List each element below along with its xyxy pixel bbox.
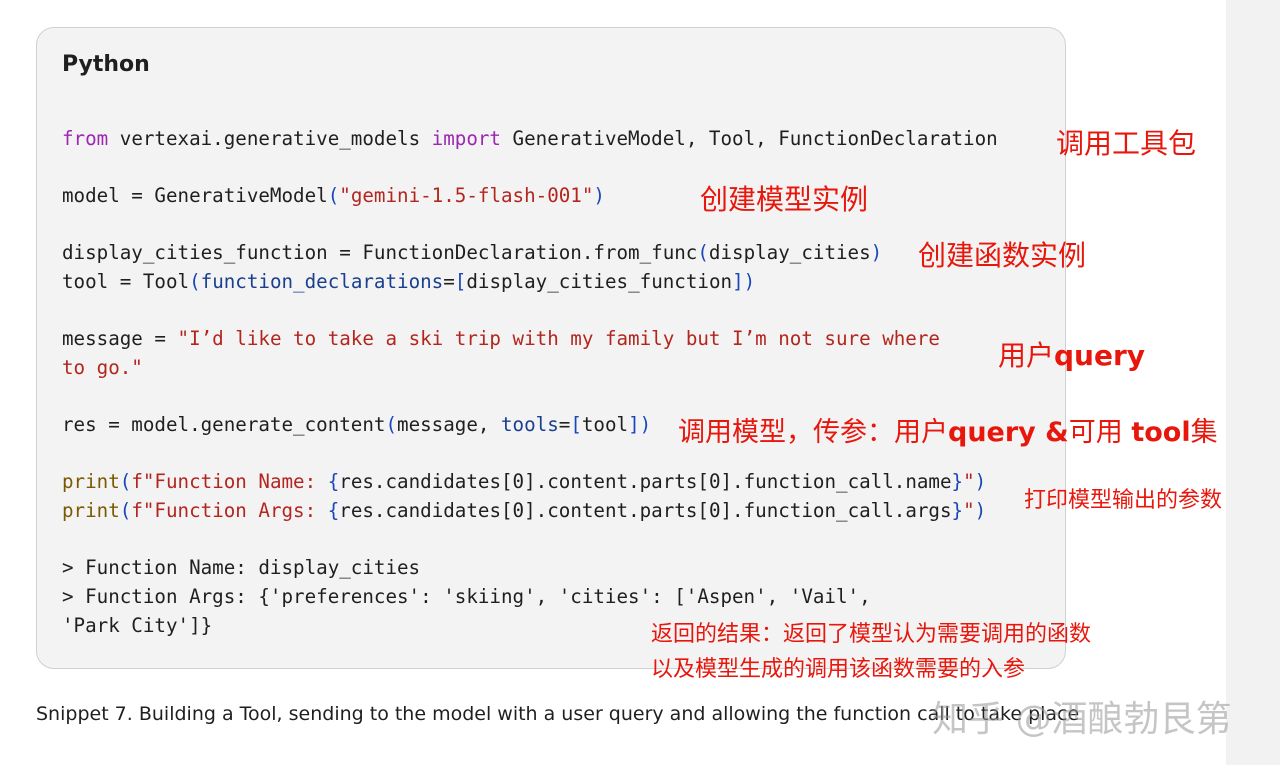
output-line-name: > Function Name: display_cities xyxy=(62,556,421,579)
annotation-print: 打印模型输出的参数 xyxy=(1024,488,1223,513)
annotation-result-line1: 返回的结果：返回了模型认为需要调用的函数 xyxy=(651,622,1092,647)
message-string: "I’d like to take a ski trip with my fam… xyxy=(177,327,940,350)
annotation-function: 创建函数实例 xyxy=(918,239,1087,272)
keyword-import: import xyxy=(431,127,501,150)
code-language-label: Python xyxy=(62,52,150,77)
snippet-caption: Snippet 7. Building a Tool, sending to t… xyxy=(36,703,1080,725)
keyword-from: from xyxy=(62,127,109,150)
code-line-model: model = GenerativeModel("gemini-1.5-flas… xyxy=(62,184,605,207)
right-margin-strip xyxy=(1226,0,1280,765)
output-line-args-cont: 'Park City']} xyxy=(62,614,213,637)
output-line-args: > Function Args: {'preferences': 'skiing… xyxy=(62,585,871,608)
annotation-import: 调用工具包 xyxy=(1056,127,1197,160)
code-line-print-args: print(f"Function Args: {res.candidates[0… xyxy=(62,499,987,522)
model-name-string: "gemini-1.5-flash-001" xyxy=(339,184,594,207)
code-line-function-declaration: display_cities_function = FunctionDeclar… xyxy=(62,241,883,264)
code-line-tool: tool = Tool(function_declarations=[displ… xyxy=(62,270,756,293)
code-line-generate: res = model.generate_content(message, to… xyxy=(62,413,652,436)
watermark: 知乎 @酒酿勃艮第 xyxy=(932,699,1232,740)
annotation-model: 创建模型实例 xyxy=(700,183,869,216)
code-line-message-cont: to go." xyxy=(62,356,143,379)
code-line-import: from vertexai.generative_models import G… xyxy=(62,127,998,150)
annotation-query: 用户query xyxy=(998,339,1146,372)
annotation-result-line2: 以及模型生成的调用该函数需要的入参 xyxy=(651,657,1026,682)
annotation-generate: 调用模型，传参：用户query &可用 tool集 xyxy=(678,417,1218,448)
code-block-card xyxy=(36,27,1066,669)
code-line-message: message = "I’d like to take a ski trip w… xyxy=(62,327,940,350)
code-line-print-name: print(f"Function Name: {res.candidates[0… xyxy=(62,470,987,493)
